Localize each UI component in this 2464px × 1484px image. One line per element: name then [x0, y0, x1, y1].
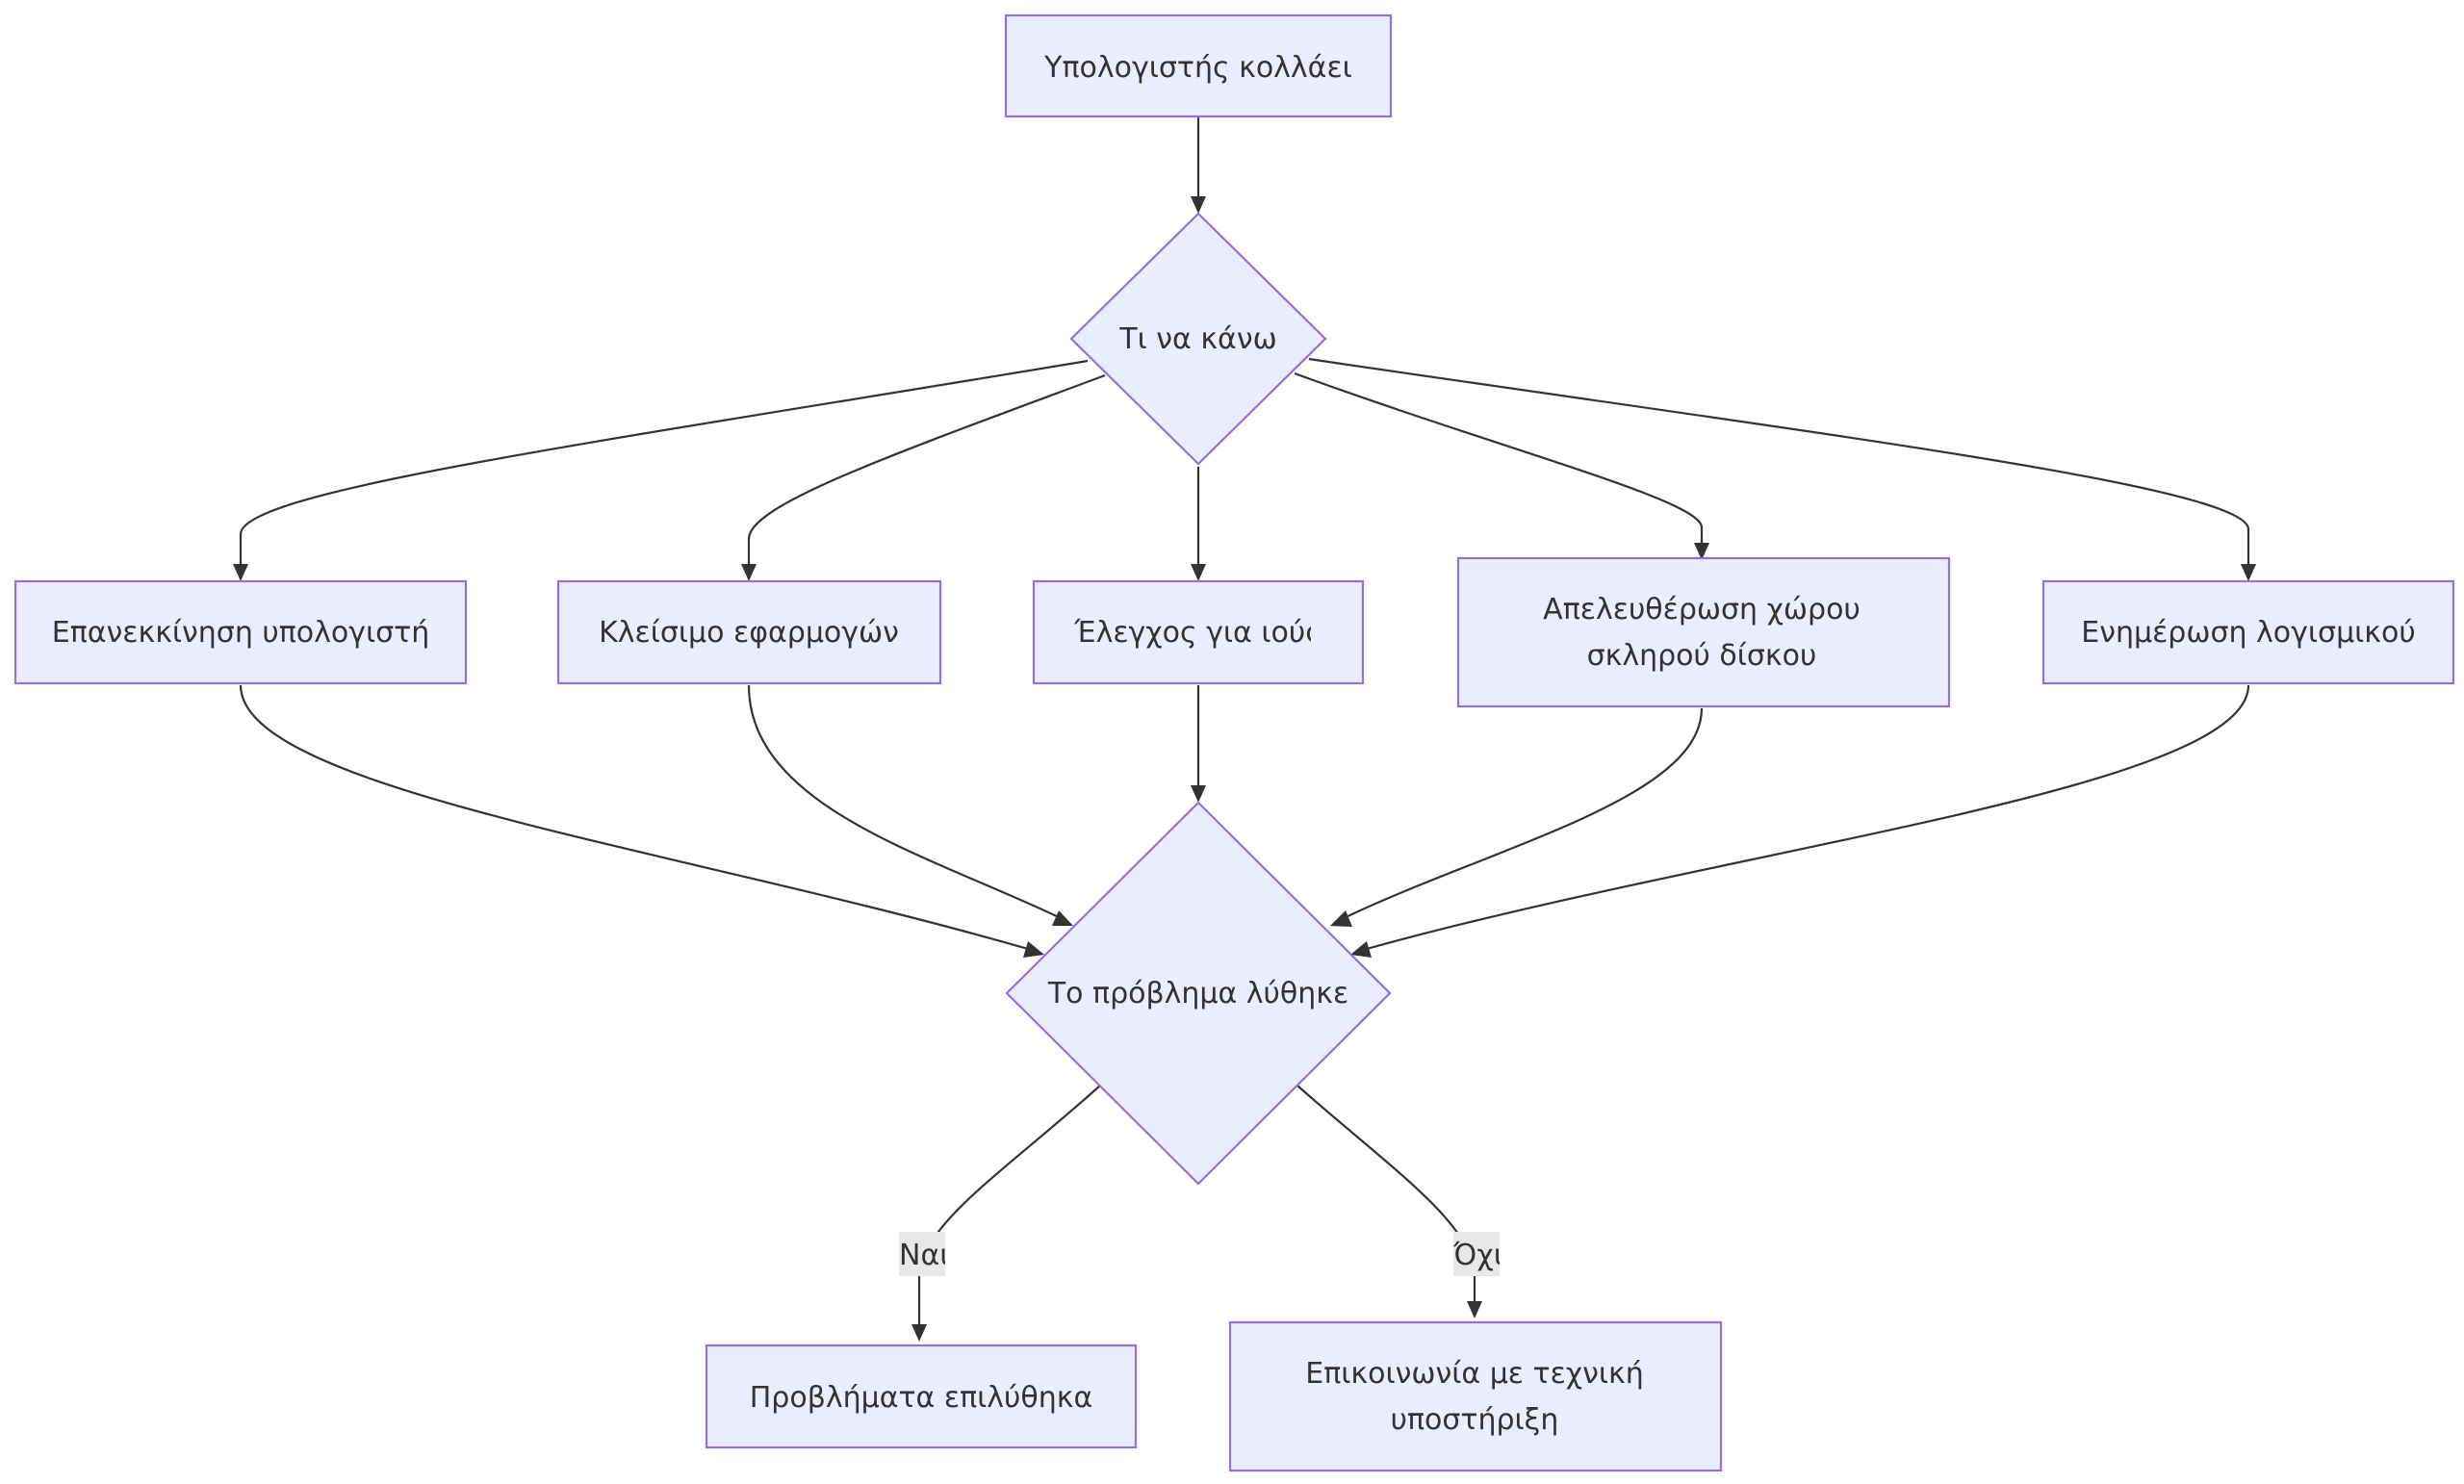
- node-close-apps-box: [556, 579, 942, 685]
- node-virus-check-label: Έλεγχος για ιούς: [1073, 616, 1322, 650]
- edge-no-to-support: [1296, 1085, 1476, 1305]
- node-contact-support-label-line2: υποστήριξη: [1391, 1403, 1559, 1437]
- node-decision-what-shape: [1069, 212, 1327, 466]
- edge-label-no-bg: [1453, 1232, 1500, 1276]
- node-restart-box: [13, 579, 468, 685]
- edge-decision-to-update: [1308, 357, 2250, 568]
- arrowhead-restart-to-decision: [1023, 941, 1044, 958]
- node-decision-solved[interactable]: Το πρόβλημα λύθηκε: [1005, 801, 1392, 1186]
- node-update-software-label: Ενημέρωση λογισμικού: [2081, 616, 2415, 650]
- edge-decision-to-close-apps: [747, 373, 1106, 568]
- edge-free-space-to-solved-decision: [1341, 707, 1704, 920]
- arrowhead-to-solved: [911, 1324, 927, 1342]
- edge-restart-to-solved-decision: [239, 684, 1029, 951]
- edge-decision-to-free-space: [1294, 371, 1704, 547]
- arrowhead-to-support: [1467, 1301, 1482, 1318]
- node-close-apps-label: Κλείσιμο εφαρμογών: [599, 616, 899, 650]
- node-close-apps[interactable]: Κλείσιμο εφαρμογών: [556, 579, 942, 685]
- edge-label-no-text: Όχι: [1452, 1239, 1503, 1272]
- node-free-space-label-line1: Απελευθέρωση χώρου: [1543, 593, 1861, 627]
- node-decision-solved-shape: [1005, 801, 1392, 1186]
- node-free-space-label-line2: σκληρού δίσκου: [1587, 639, 1817, 673]
- node-virus-check[interactable]: Έλεγχος για ιούς: [1032, 579, 1365, 685]
- node-virus-check-box: [1032, 579, 1365, 685]
- node-restart[interactable]: Επανεκκίνηση υπολογιστή: [13, 579, 468, 685]
- edge-decision-to-restart: [239, 359, 1089, 568]
- arrowhead-to-virus-check: [1191, 564, 1206, 581]
- node-contact-support[interactable]: Επικοινωνία με τεχνική υποστήριξη: [1228, 1320, 1723, 1472]
- arrowhead-close-to-decision: [1052, 910, 1073, 926]
- arrowheads: [233, 196, 2256, 1342]
- edge-close-apps-to-solved-decision: [747, 684, 1064, 920]
- edge-label-yes: Ναι: [899, 1232, 949, 1276]
- arrowhead-to-close-apps: [741, 564, 757, 581]
- node-update-software-box: [2041, 579, 2455, 685]
- edge-label-yes-bg: [899, 1232, 945, 1276]
- node-contact-support-label-line1: Επικοινωνία με τεχνική: [1305, 1357, 1644, 1391]
- arrowhead-to-decision: [1191, 196, 1206, 214]
- node-decision-what[interactable]: Τι να κάνω: [1069, 212, 1327, 466]
- arrowhead-free-to-decision: [1330, 910, 1352, 927]
- edge-yes-to-solved: [917, 1085, 1101, 1328]
- arrowhead-update-to-decision: [1350, 941, 1372, 958]
- node-start-label: Υπολογιστής κολλάει: [1043, 51, 1352, 85]
- node-free-space[interactable]: Απελευθέρωση χώρου σκληρού δίσκου: [1456, 556, 1951, 708]
- node-contact-support-box: [1228, 1320, 1723, 1472]
- node-solved-box: [705, 1343, 1138, 1449]
- node-start[interactable]: Υπολογιστής κολλάει: [1004, 13, 1393, 118]
- node-decision-what-label: Τι να κάνω: [1118, 322, 1276, 356]
- node-start-box: [1004, 13, 1393, 118]
- edge-update-to-solved-decision: [1366, 684, 2250, 951]
- node-solved[interactable]: Προβλήματα επιλύθηκα: [705, 1343, 1138, 1449]
- edge-label-yes-text: Ναι: [899, 1239, 949, 1272]
- arrowhead-to-free-space: [1694, 543, 1709, 560]
- node-update-software[interactable]: Ενημέρωση λογισμικού: [2041, 579, 2455, 685]
- node-free-space-box: [1456, 556, 1951, 708]
- node-restart-label: Επανεκκίνηση υπολογιστή: [52, 616, 430, 650]
- node-decision-solved-label: Το πρόβλημα λύθηκε: [1047, 977, 1348, 1011]
- edge-label-no: Όχι: [1452, 1232, 1503, 1276]
- arrowhead-to-update: [2241, 564, 2256, 581]
- arrowhead-virus-to-decision: [1191, 785, 1206, 803]
- arrowhead-to-restart: [233, 564, 248, 581]
- node-solved-label: Προβλήματα επιλύθηκα: [750, 1381, 1092, 1415]
